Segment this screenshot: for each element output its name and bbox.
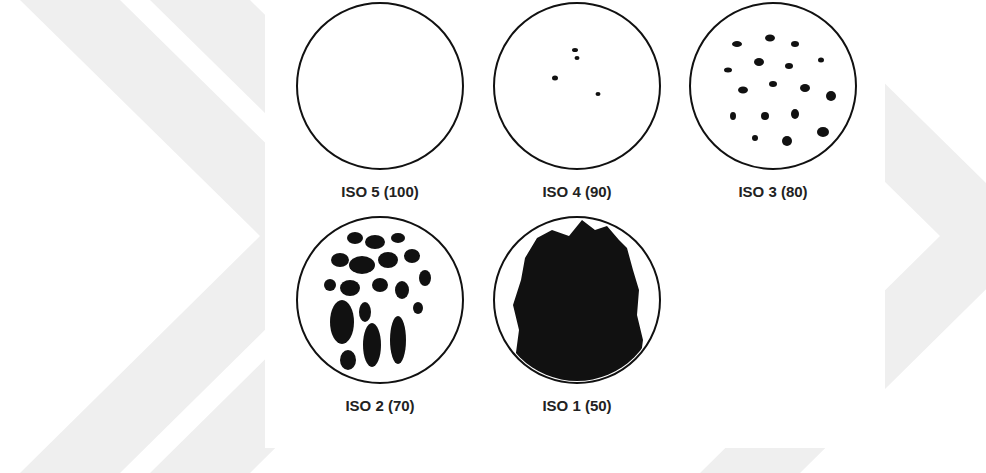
rating-circle: ISO 2 (70) — [280, 215, 480, 415]
white-panel — [265, 0, 885, 448]
rating-circle: ISO 1 (50) — [477, 215, 677, 415]
watermark-chevrons — [20, 0, 986, 473]
circle-outline — [673, 1, 873, 171]
rating-label: ISO 5 (100) — [341, 183, 419, 201]
rust-mass-iso1 — [513, 220, 643, 390]
circle-outline — [280, 215, 480, 385]
circle-outline — [280, 1, 480, 171]
rating-label: ISO 3 (80) — [738, 183, 807, 201]
rust-specks-iso4 — [552, 48, 601, 96]
rating-label: ISO 2 (70) — [345, 397, 414, 415]
circle-outline — [477, 1, 677, 171]
rating-circle: ISO 4 (90) — [477, 1, 677, 201]
circle-outline — [477, 215, 677, 385]
rating-label: ISO 1 (50) — [542, 397, 611, 415]
rating-label: ISO 4 (90) — [542, 183, 611, 201]
rating-circle: ISO 3 (80) — [673, 1, 873, 201]
rating-circle: ISO 5 (100) — [280, 1, 480, 201]
rust-patches-iso2 — [324, 232, 431, 370]
rust-specks-iso3 — [724, 35, 836, 147]
